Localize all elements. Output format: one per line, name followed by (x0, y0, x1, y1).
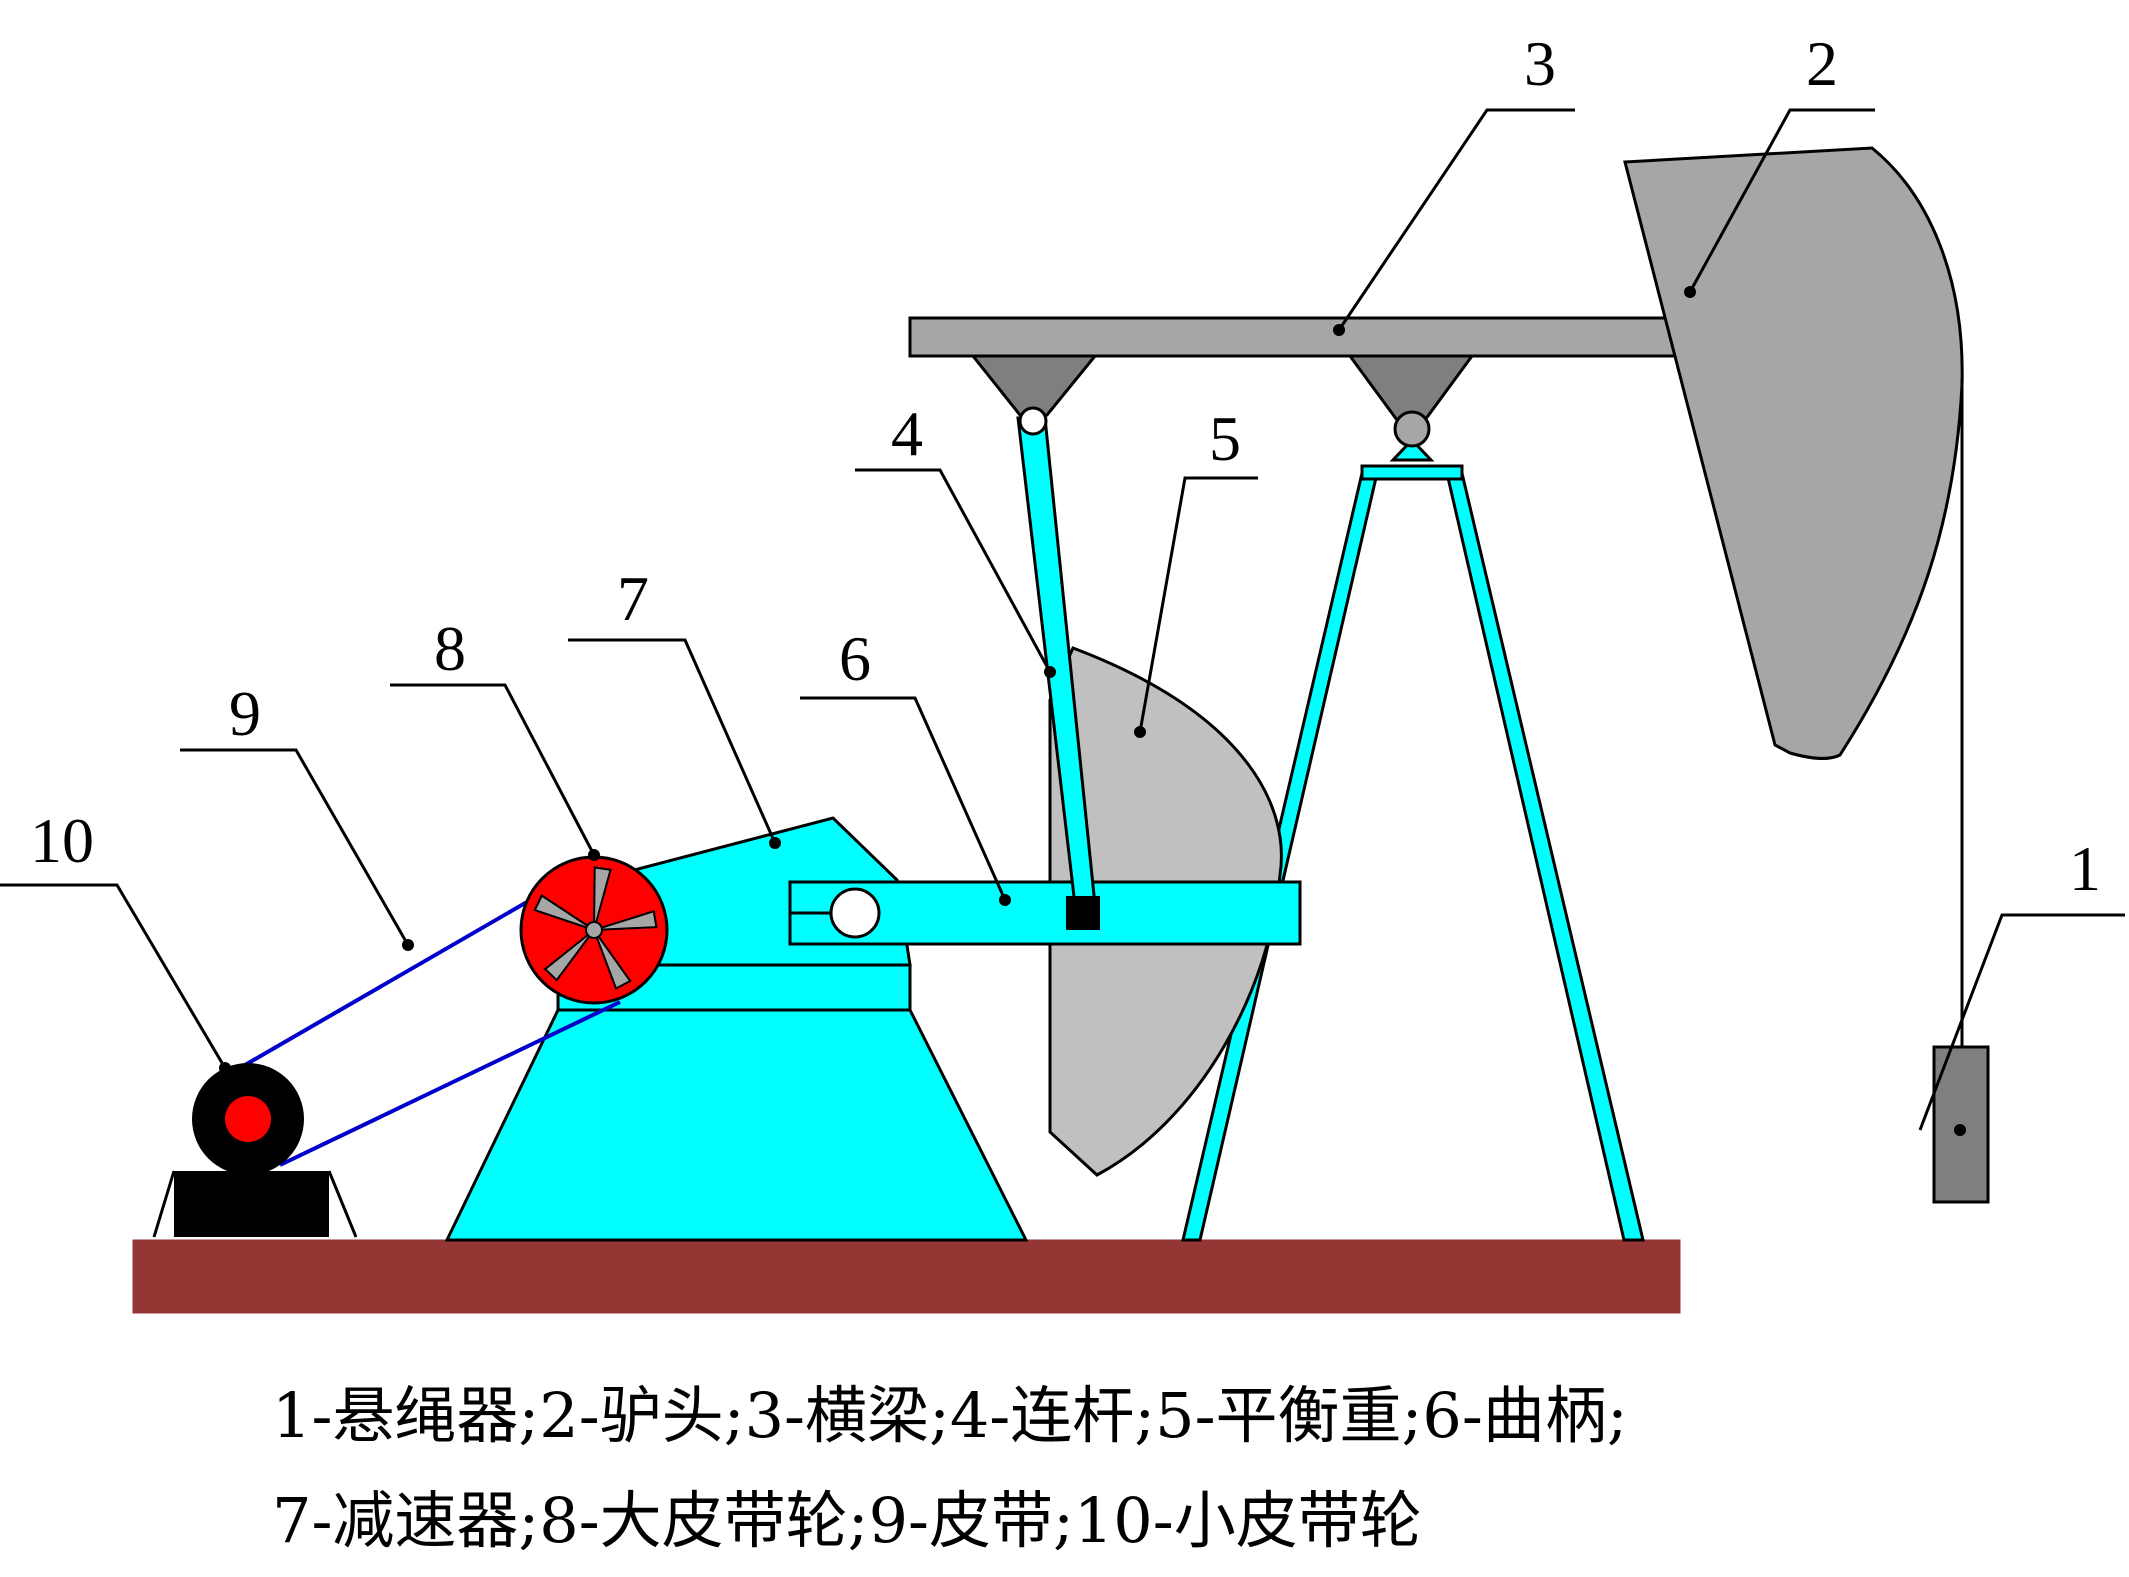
label-7: 7 (617, 563, 649, 634)
label-6: 6 (839, 623, 871, 694)
beam-bearings (969, 354, 1475, 462)
label-8: 8 (434, 613, 466, 684)
small-pulley (192, 1063, 304, 1175)
walking-beam (908, 316, 1677, 358)
motor-base (152, 1170, 358, 1238)
crank (788, 880, 1302, 946)
ground-base (132, 1239, 1681, 1314)
caption-line-1: 1-悬绳器;2-驴头;3-横梁;4-连杆;5-平衡重;6-曲柄; (272, 1379, 1628, 1452)
label-3: 3 (1524, 28, 1556, 99)
horse-head (1623, 146, 1964, 760)
crank-pin (1066, 896, 1100, 930)
label-9: 9 (229, 678, 261, 749)
label-5: 5 (1209, 403, 1241, 474)
large-pulley (519, 855, 669, 1005)
drive-belt (243, 878, 621, 1167)
label-4: 4 (891, 398, 923, 469)
label-10: 10 (30, 805, 94, 876)
leader-dots (219, 286, 1966, 1136)
caption-line-2: 7-减速器;8-大皮带轮;9-皮带;10-小皮带轮 (272, 1484, 1422, 1557)
leader-lines (0, 108, 2125, 1131)
label-1: 1 (2069, 833, 2101, 904)
label-2: 2 (1806, 28, 1838, 99)
